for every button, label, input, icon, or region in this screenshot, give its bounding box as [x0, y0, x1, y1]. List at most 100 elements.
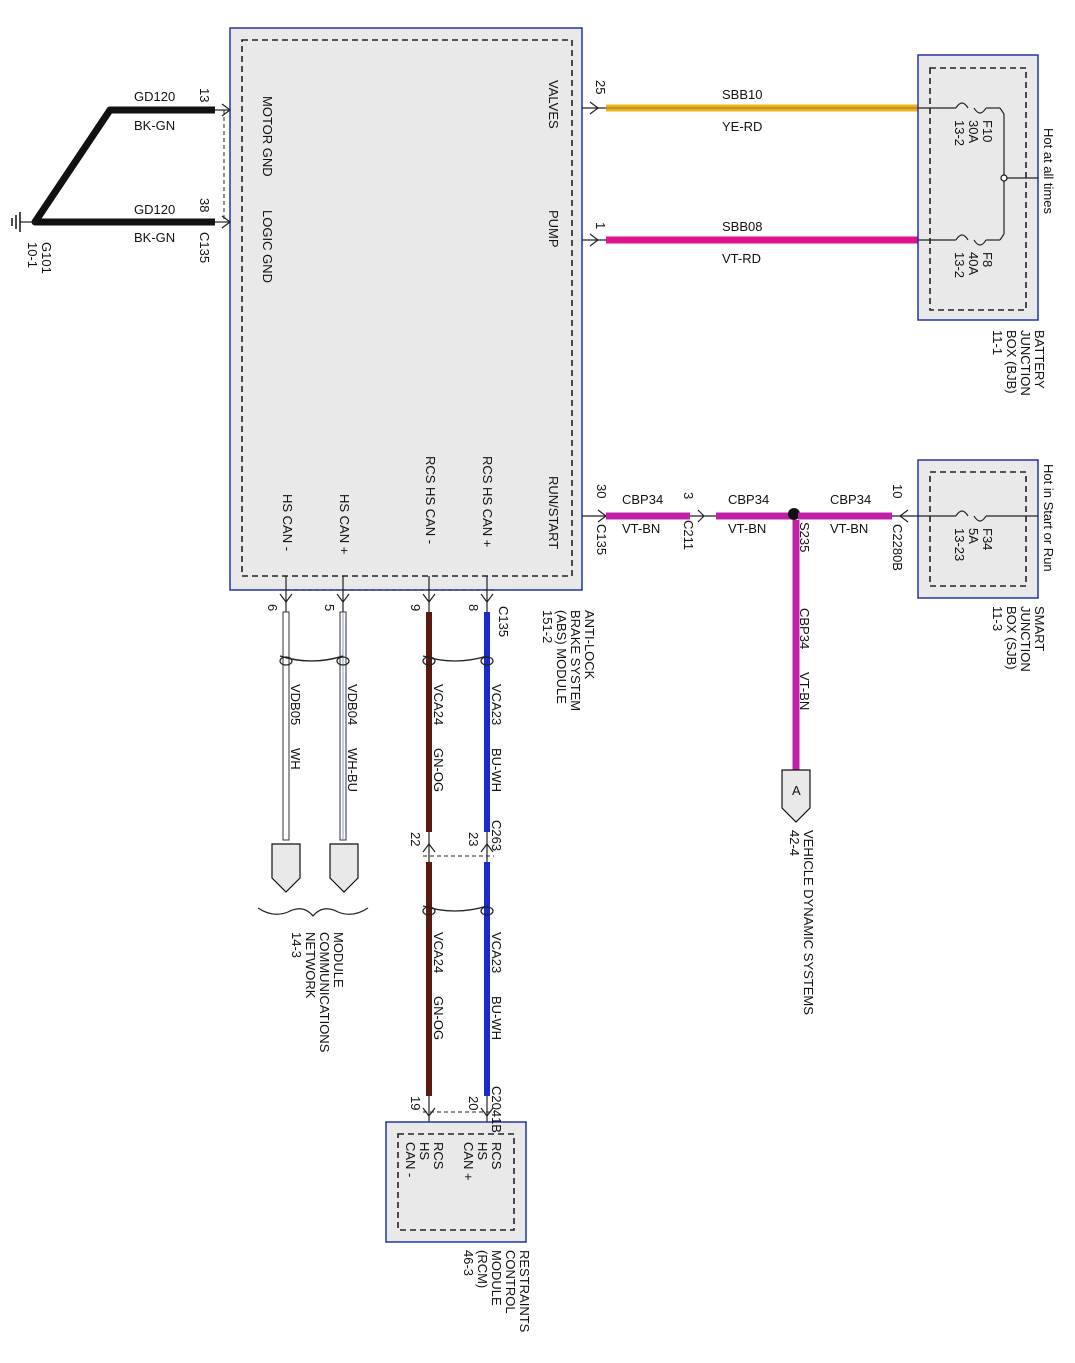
pin-c211: 3: [681, 492, 696, 499]
rcs-plus-color: BU-WH: [489, 748, 504, 792]
sjb-name-line-4: 11-3: [990, 606, 1005, 631]
fuse-f8-line-1: F8: [980, 252, 995, 267]
hs-minus-pin: 6: [265, 604, 280, 611]
ground-top-color: BK-GN: [134, 118, 175, 133]
hs-plus-pin: 5: [322, 604, 337, 611]
ground-id: G101: [39, 242, 54, 274]
fuse-f10-line-1: F10: [980, 120, 995, 142]
vdb05-wire: [282, 611, 290, 841]
conn-c211: C211: [681, 520, 696, 550]
hs-minus-circuit: VDB05: [288, 684, 303, 725]
fuse-f34-line-3: 13-23: [952, 528, 967, 561]
pin-arrow: [589, 101, 599, 115]
pin-arrow: [589, 233, 599, 247]
hs-can-minus-label: HS CAN -: [280, 494, 295, 551]
rcs-plus-circuit: VCA23: [489, 684, 504, 725]
pump-pin: 1: [593, 222, 608, 229]
fuse-f34-icon: [918, 510, 1038, 522]
rcm-plus-line-2: HS: [475, 1142, 490, 1160]
module-communications-network-ref: MODULE COMMUNICATIONS NETWORK 14-3: [257, 843, 369, 1053]
lower-rcs-plus-circuit: VCA23: [489, 932, 504, 973]
pin-arrow: [221, 215, 231, 229]
seg1-color: VT-BN: [622, 521, 660, 536]
hs-plus-color: WH-BU: [345, 748, 360, 792]
rcs-plus-pin: 8: [466, 604, 481, 611]
mcn-name-line-2: COMMUNICATIONS: [317, 932, 332, 1053]
ground-bottom-pin: 38: [197, 198, 212, 212]
run-start-label: RUN/START: [546, 476, 561, 549]
pin-arrow: [899, 509, 909, 523]
seg3-color: VT-BN: [830, 521, 868, 536]
abs-name-line-2: BRAKE SYSTEM: [568, 610, 583, 711]
bjb-hot-label: Hot at all times: [1041, 128, 1056, 214]
rcs-minus-circuit: VCA24: [431, 684, 446, 725]
drop-color: VT-BN: [797, 672, 812, 710]
ground-connector: C135: [197, 232, 212, 263]
motor-gnd-label: MOTOR GND: [260, 96, 275, 177]
lower-rcs-plus-color: BU-WH: [489, 996, 504, 1040]
brace-icon: [257, 907, 369, 917]
drop-circuit: CBP34: [797, 608, 812, 649]
fuse-f10-line-2: 30A: [966, 120, 981, 143]
abs-module: MOTOR GND LOGIC GND VALVES PUMP RUN/STAR…: [229, 27, 597, 711]
rcm-plus-line-1: RCS: [489, 1142, 504, 1170]
run-start-conn-abs: C135: [594, 524, 609, 555]
vds-name-line-1: VEHICLE DYNAMIC SYSTEMS: [801, 830, 816, 1015]
valves-label: VALVES: [546, 80, 561, 129]
fuse-f34-line-1: F34: [980, 528, 995, 550]
conn-sjb: C2280B: [890, 524, 905, 571]
twisted-pair-icon: [422, 905, 494, 916]
sjb-name-line-2: JUNCTION: [1018, 606, 1033, 672]
rcm-box: [385, 1121, 527, 1243]
rcs-hs-can-plus-label: RCS HS CAN +: [480, 456, 495, 547]
page-ref-arrow-icon: [781, 769, 811, 823]
valves-pin: 25: [593, 80, 608, 94]
can-wires-upper: 6 5 9 8 C135 VDB05 WH VDB04 WH-BU VCA24 …: [265, 576, 511, 841]
rcm-name-line-3: MODULE: [489, 1250, 504, 1306]
abs-name-line-3: (ABS) MODULE: [554, 610, 569, 704]
rcm-plus-line-3: CAN +: [461, 1142, 476, 1181]
sjb-hot-label: Hot in Start or Run: [1041, 464, 1056, 572]
pin-arrow: [480, 1107, 494, 1117]
valves-circuit: 25 SBB10 YE-RD: [582, 80, 918, 134]
splice-label: S235: [797, 522, 812, 552]
ground-ref: 10-1: [25, 242, 40, 268]
fuse-f34-line-2: 5A: [966, 528, 981, 544]
fuse-f10-line-3: 13-2: [952, 120, 967, 146]
pin-arrow: [480, 593, 494, 603]
pin-arrow: [422, 843, 436, 853]
restraints-control-module: C2041B 20 19 RCS HS CAN + RCS HS CAN - R…: [385, 1086, 532, 1333]
rcm-name-line-4: (RCM): [475, 1250, 490, 1288]
rcm-name-line-2: CONTROL: [503, 1250, 518, 1314]
twisted-pair-icon: [279, 655, 350, 666]
seg2-circuit: CBP34: [728, 492, 769, 507]
battery-junction-box: F10 30A 13-2 F8 40A 13-2 Hot at all time…: [917, 54, 1056, 396]
hs-minus-color: WH: [288, 748, 303, 770]
pump-circuit-label: SBB08: [722, 219, 762, 234]
seg2-color: VT-BN: [728, 521, 766, 536]
rcm-name-line-5: 46-3: [461, 1250, 476, 1276]
can-conn-c135: C135: [496, 606, 511, 637]
rcm-minus-line-1: RCS: [431, 1142, 446, 1170]
pin-sjb: 10: [890, 484, 905, 498]
rcs-minus-color: GN-OG: [431, 748, 446, 792]
pin-arrow: [279, 593, 293, 603]
rcm-minus-line-2: HS: [417, 1142, 432, 1160]
lower-rcs-minus-circuit: VCA24: [431, 932, 446, 973]
page-ref-arrow-icon: [271, 843, 301, 893]
bjb-name-line-4: 11-1: [990, 330, 1005, 355]
pump-color-label: VT-RD: [722, 251, 761, 266]
mcn-name-line-1: MODULE: [331, 932, 346, 988]
vds-letter: A: [792, 783, 801, 798]
sjb-name-line-3: BOX (SJB): [1004, 606, 1019, 670]
twisted-pair-icon: [422, 655, 494, 666]
rcm-pin-minus: 19: [408, 1096, 423, 1110]
pin-arrow: [697, 509, 705, 523]
bjb-name-line-2: JUNCTION: [1018, 330, 1033, 396]
connector-c263: C263 23 22: [408, 820, 504, 862]
pin-arrow: [221, 103, 231, 117]
smart-junction-box: F34 5A 13-23 Hot in Start or Run SMART J…: [917, 459, 1056, 672]
pump-circuit: 1 SBB08 VT-RD: [582, 219, 918, 266]
rcs-hs-can-minus-label: RCS HS CAN -: [423, 456, 438, 544]
